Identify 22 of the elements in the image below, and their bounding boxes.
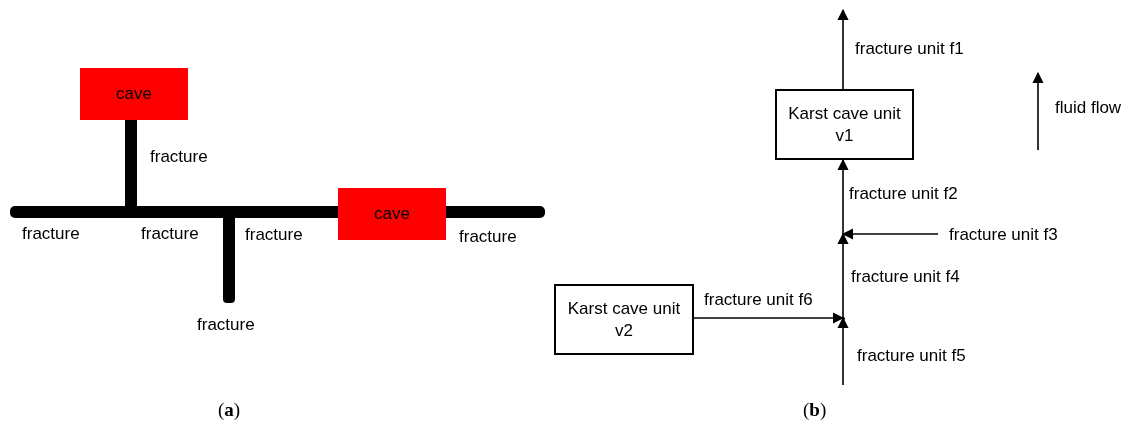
fracture-label: fracture [459,226,517,248]
fracture-label: fracture [150,146,208,168]
edge-label: fracture unit f1 [855,38,964,60]
cave-box: cave [80,68,188,120]
panel-label: (b) [803,398,827,422]
fracture-label: fracture [22,223,80,245]
fracture-label: fracture [141,223,199,245]
arrow [693,312,845,324]
panel-label: (a) [218,398,241,422]
arrow [837,158,849,235]
cave-unit-box: Karst cave unit v2 [554,284,694,355]
edge-label: fracture unit f2 [849,183,958,205]
cave-unit-box: Karst cave unit v1 [775,89,914,160]
cave-box: cave [338,188,446,240]
edge-label: fracture unit f5 [857,345,966,367]
edge-label: fracture unit f3 [949,224,1058,246]
arrow [837,8,849,90]
direction-label: fluid flow [1055,97,1122,119]
fracture-label: fracture [245,224,303,246]
edge-label: fracture unit f6 [704,289,813,311]
edge-label: fracture unit f4 [851,266,960,288]
fracture-label: fracture [197,314,255,336]
